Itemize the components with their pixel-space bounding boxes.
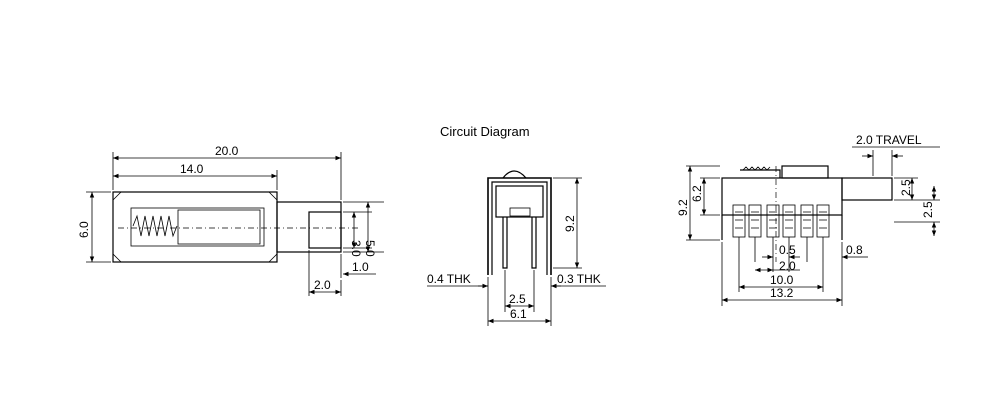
terminal-pin <box>732 204 746 238</box>
switch-body-outline <box>112 191 278 263</box>
circuit-diagram-title: Circuit Diagram <box>440 124 530 139</box>
dim-pin-span: 10.0 <box>770 273 794 287</box>
dim-overall-length: 13.2 <box>770 286 794 300</box>
dim-pin-pitch: 2.0 <box>779 259 796 273</box>
inner-housing <box>495 185 544 218</box>
dim-height-body: 6.2 <box>690 185 704 202</box>
switch-body-outline <box>721 177 843 216</box>
actuator-lever <box>841 177 893 201</box>
dim-overall-width: 6.1 <box>510 307 527 321</box>
actuator-housing <box>781 165 829 179</box>
dim-body-height: 5.0 <box>363 240 377 257</box>
dim-height: 9.2 <box>563 215 577 232</box>
dim-offset: 1.0 <box>352 260 369 274</box>
dim-actuator-width: 3.0 <box>349 240 363 257</box>
dim-body-length: 14.0 <box>180 162 204 176</box>
front-view: Circuit Diagram 9.2 0.4 THK 0.3 THK 2.5 <box>427 124 606 326</box>
terminal-pin <box>782 204 796 238</box>
pin-row <box>732 204 830 238</box>
actuator-dome <box>502 170 527 179</box>
internal-slider <box>130 207 265 247</box>
dim-pin-pitch: 2.5 <box>509 292 526 306</box>
dim-left-thickness: 0.4 THK <box>427 272 471 286</box>
actuator-knob <box>308 211 342 249</box>
dim-pin-width: 0.5 <box>779 243 796 257</box>
slider-block <box>177 209 261 245</box>
terminal-pin <box>531 217 537 269</box>
dim-actuator-length: 2.0 <box>314 278 331 292</box>
terminal-pin <box>800 204 814 238</box>
dim-width: 6.0 <box>77 221 91 238</box>
spring-icon <box>132 214 178 238</box>
dim-right-thickness: 0.3 THK <box>557 272 601 286</box>
dim-tab-width: 0.8 <box>846 243 863 257</box>
dim-travel: 2.0 TRAVEL <box>856 133 922 147</box>
dim-height-total: 9.2 <box>676 199 690 216</box>
terminal-pin <box>502 217 508 269</box>
frame-outline <box>487 177 552 275</box>
terminal-pin <box>766 204 780 238</box>
dim-overall-length: 20.0 <box>215 144 239 158</box>
dim-actuator-height-1: 2.5 <box>899 179 913 196</box>
terminal-pin <box>816 204 830 238</box>
terminal-pin <box>748 204 762 238</box>
dim-actuator-height-2: 2.5 <box>921 201 935 218</box>
top-view: 20.0 14.0 6.0 3.0 5.0 1.0 2.0 <box>77 144 384 296</box>
side-view: 2.0 TRAVEL 9.2 6.2 2.5 2.5 0.5 2.0 <box>676 133 940 306</box>
